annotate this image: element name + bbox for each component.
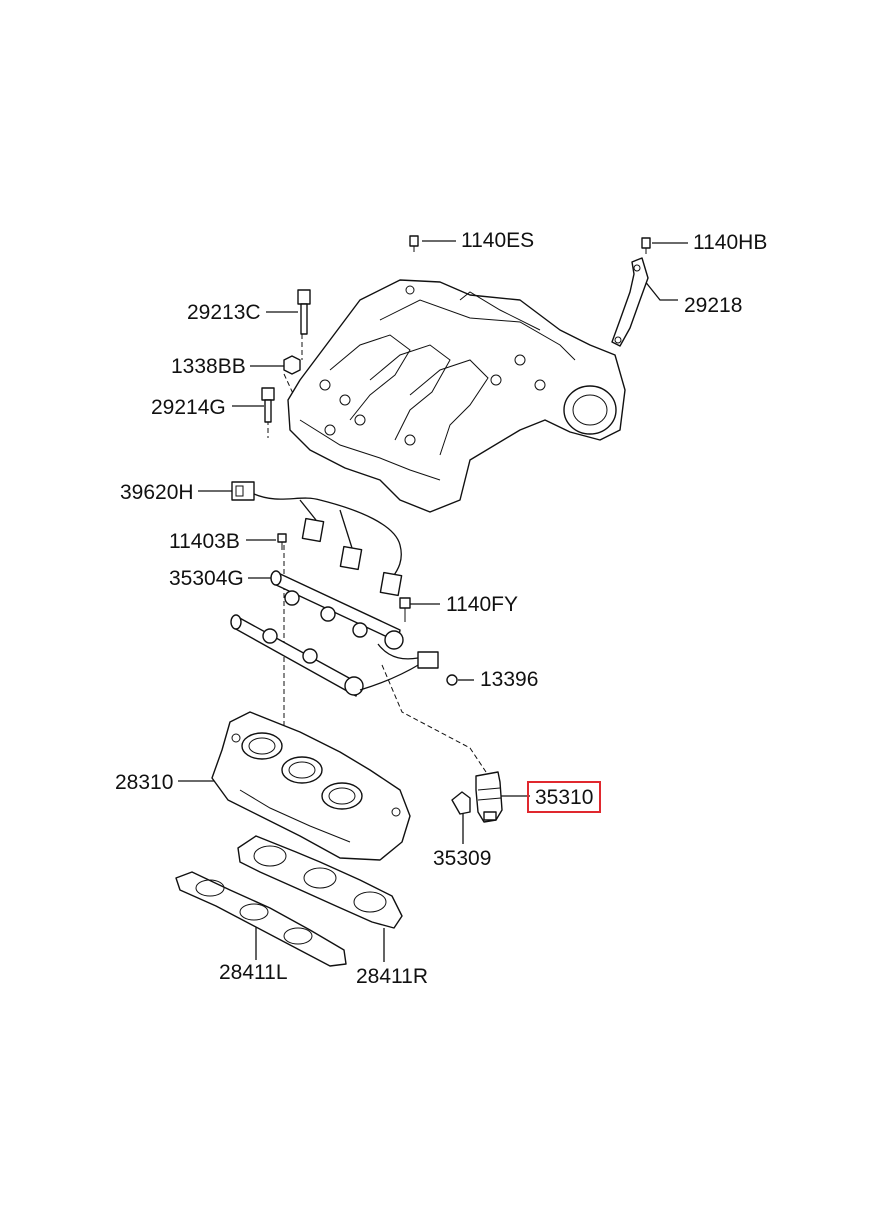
bracket-29218-icon — [611, 257, 649, 347]
bolt-1140fy-icon — [399, 597, 411, 622]
part-label-35309[interactable]: 35309 — [433, 847, 492, 870]
fuel-rail-drawing — [230, 570, 439, 697]
gasket-right-drawing — [237, 835, 403, 929]
part-label-28411l[interactable]: 28411L — [219, 961, 288, 984]
part-label-1338bb[interactable]: 1338BB — [171, 355, 246, 378]
part-label-35310-highlighted[interactable]: 35310 — [527, 781, 602, 813]
bolt-11403b-icon — [277, 533, 287, 550]
nut-1338bb-icon — [283, 355, 301, 375]
part-label-35304g[interactable]: 35304G — [169, 567, 244, 590]
part-label-29214g[interactable]: 29214G — [151, 396, 226, 419]
bolt-1140hb-icon — [641, 237, 651, 254]
part-label-1140es[interactable]: 1140ES — [461, 229, 535, 252]
intake-manifold-drawing — [287, 279, 626, 513]
wiring-harness-drawing — [231, 481, 403, 597]
part-label-1140hb[interactable]: 1140HB — [693, 231, 768, 254]
part-label-13396[interactable]: 13396 — [480, 668, 539, 691]
fuel-injector-drawing — [475, 771, 503, 823]
part-label-28310[interactable]: 28310 — [115, 771, 174, 794]
part-label-29218[interactable]: 29218 — [684, 294, 743, 317]
lower-intake-manifold-drawing — [211, 711, 411, 861]
part-label-28411r[interactable]: 28411R — [356, 965, 429, 988]
clip-13396-icon — [446, 674, 458, 686]
bolt-29214g-icon — [261, 387, 275, 423]
part-label-29213c[interactable]: 29213C — [187, 301, 261, 324]
bolt-1140es-icon — [409, 235, 419, 252]
part-label-1140fy[interactable]: 1140FY — [446, 593, 518, 616]
part-label-11403b[interactable]: 11403B — [169, 530, 240, 553]
stud-bolt-29213c-icon — [297, 289, 311, 335]
part-label-39620h[interactable]: 39620H — [120, 481, 194, 504]
injector-clip-drawing — [451, 791, 471, 815]
gasket-left-drawing — [175, 871, 347, 967]
